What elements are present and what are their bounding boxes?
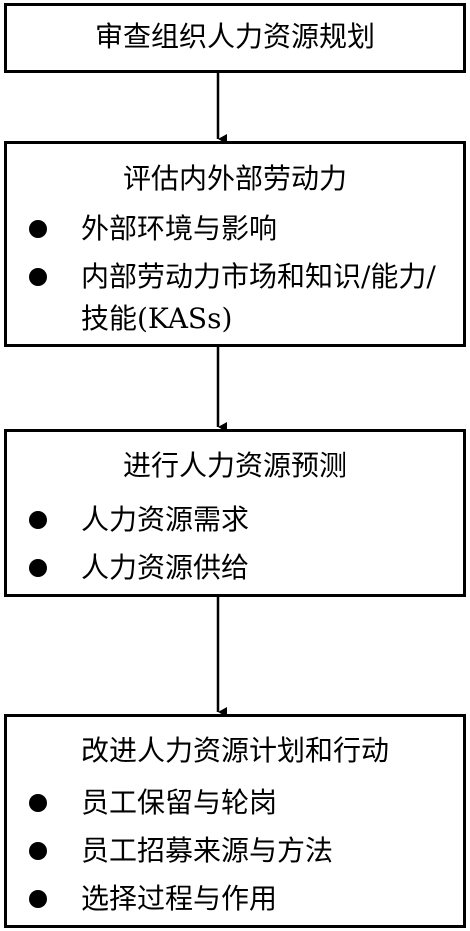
bullet-dot-icon	[29, 220, 47, 238]
bullet-item: 员工保留与轮岗	[7, 782, 463, 824]
step-improve-hr-plan: 改进人力资源计划和行动 员工保留与轮岗 员工招募来源与方法 选择过程与作用	[4, 714, 466, 928]
bullet-item: 人力资源需求	[7, 499, 463, 541]
bullet-item: 外部环境与影响	[7, 208, 463, 250]
bullet-text: 人力资源供给	[81, 551, 250, 584]
step-title: 进行人力资源预测	[122, 449, 347, 482]
bullet-item: 内部劳动力市场和知识/能力/技能(KASs)	[7, 256, 463, 340]
bullet-dot-icon	[29, 842, 47, 860]
bullet-dot-icon	[29, 794, 47, 812]
step-title: 评估内外部劳动力	[122, 162, 347, 195]
step-title: 审查组织人力资源规划	[94, 20, 375, 53]
bullet-dot-icon	[29, 511, 47, 529]
bullet-list: 员工保留与轮岗 员工招募来源与方法 选择过程与作用	[7, 782, 463, 926]
bullet-text: 选择过程与作用	[81, 882, 278, 915]
bullet-dot-icon	[29, 890, 47, 908]
bullet-list: 人力资源需求 人力资源供给	[7, 499, 463, 595]
bullet-text: 员工招募来源与方法	[81, 834, 334, 867]
bullet-text: 人力资源需求	[81, 503, 250, 536]
bullet-text: 内部劳动力市场和知识/能力/技能(KASs)	[81, 260, 436, 335]
bullet-item: 员工招募来源与方法	[7, 830, 463, 872]
bullet-item: 人力资源供给	[7, 547, 463, 589]
bullet-text: 外部环境与影响	[81, 212, 278, 245]
step-assess-labor: 评估内外部劳动力 外部环境与影响 内部劳动力市场和知识/能力/技能(KASs)	[4, 141, 466, 347]
step-hr-forecast: 进行人力资源预测 人力资源需求 人力资源供给	[4, 429, 466, 597]
bullet-dot-icon	[29, 559, 47, 577]
bullet-text: 员工保留与轮岗	[81, 786, 278, 819]
bullet-item: 选择过程与作用	[7, 878, 463, 920]
bullet-list: 外部环境与影响 内部劳动力市场和知识/能力/技能(KASs)	[7, 208, 463, 346]
step-review-hr-planning: 审查组织人力资源规划	[4, 3, 466, 73]
bullet-dot-icon	[29, 268, 47, 286]
step-title: 改进人力资源计划和行动	[80, 734, 389, 767]
